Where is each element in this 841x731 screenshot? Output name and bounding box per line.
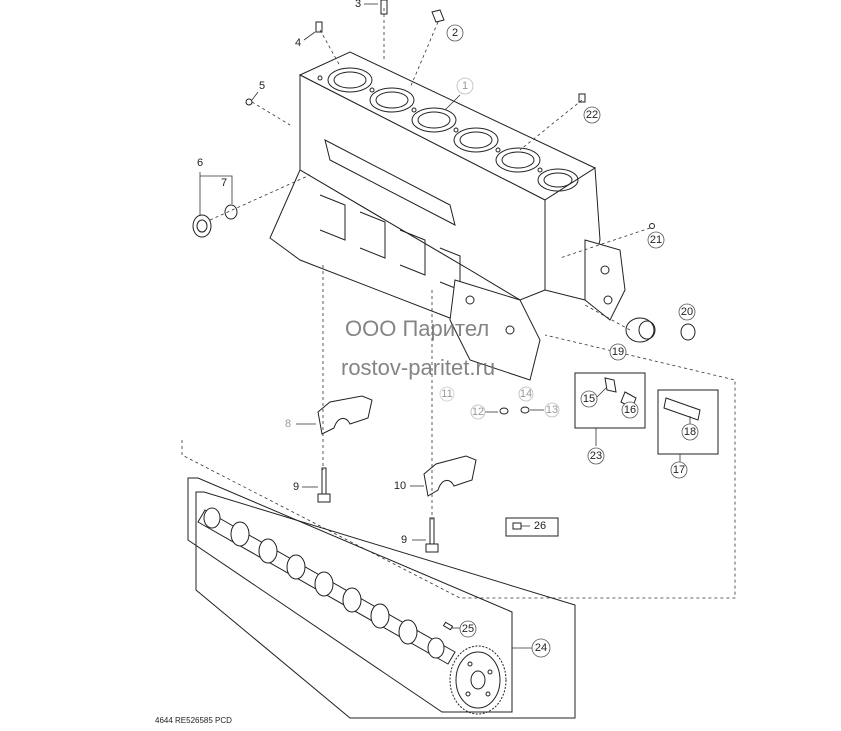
callout-16: 16 (624, 404, 636, 416)
part-20-ring (680, 323, 696, 341)
callout-11: 11 (441, 388, 452, 400)
part-3-pin (380, 0, 388, 15)
callout-6: 6 (197, 157, 203, 169)
callout-24: 24 (535, 642, 547, 654)
kit-boxes (187, 372, 719, 719)
watermark-line-1: ООО Парител (345, 316, 490, 341)
callout-17: 17 (673, 464, 685, 476)
part-19-bushing (625, 317, 656, 343)
part-21-pin (649, 223, 655, 229)
part-22-plug (578, 93, 586, 103)
part-5-plug (245, 98, 253, 106)
part-9-bolt-b (425, 517, 439, 553)
part-10-bearing-cap (423, 455, 477, 497)
callout-10: 10 (394, 480, 406, 492)
callout-25: 25 (462, 623, 474, 635)
callout-9a: 9 (293, 481, 299, 493)
part-26-fitting (512, 522, 522, 530)
callout-1: 1 (462, 80, 468, 92)
callout-22: 22 (586, 109, 598, 121)
box-camshaft-outer (187, 477, 513, 713)
box-23 (574, 372, 646, 429)
part-4-bolt (315, 21, 323, 33)
callout-5: 5 (259, 80, 265, 92)
part-8-bearing-cap (317, 395, 373, 435)
callout-7: 7 (221, 177, 227, 189)
part-15-fitting (604, 377, 617, 393)
part-7-oring (224, 204, 238, 220)
part-9-bolt-a (317, 467, 331, 503)
box-26 (505, 517, 559, 537)
callout-15: 15 (583, 393, 595, 405)
callout-8: 8 (285, 418, 291, 430)
callout-9b: 9 (401, 534, 407, 546)
callout-21: 21 (650, 234, 662, 246)
watermark-line-2: rostov-paritet.ru (341, 355, 496, 380)
part-18-nozzle (663, 397, 701, 421)
callout-4: 4 (295, 37, 301, 49)
callout-23: 23 (590, 450, 602, 462)
callout-26: 26 (534, 520, 546, 532)
callout-13: 13 (546, 404, 558, 416)
callouts: 1 2 3 4 5 6 7 8 9 9 10 11 12 13 14 (197, 0, 699, 658)
part-2-fitting (431, 9, 445, 23)
callout-18: 18 (684, 426, 696, 438)
callout-20: 20 (681, 306, 693, 318)
callout-14: 14 (520, 388, 532, 400)
callout-3: 3 (355, 0, 361, 10)
engine-block (269, 51, 626, 381)
part-13-oring (520, 406, 530, 414)
callout-2: 2 (452, 27, 458, 39)
part-6-seal (192, 214, 212, 238)
drawing-code: 4644 RE526585 PCD (155, 716, 232, 725)
part-12-washer (499, 407, 509, 415)
callout-12: 12 (472, 406, 484, 418)
callout-19: 19 (612, 346, 624, 358)
camshaft-assembly (197, 507, 507, 715)
box-17 (657, 389, 719, 455)
box-camshaft-inner (195, 491, 576, 719)
